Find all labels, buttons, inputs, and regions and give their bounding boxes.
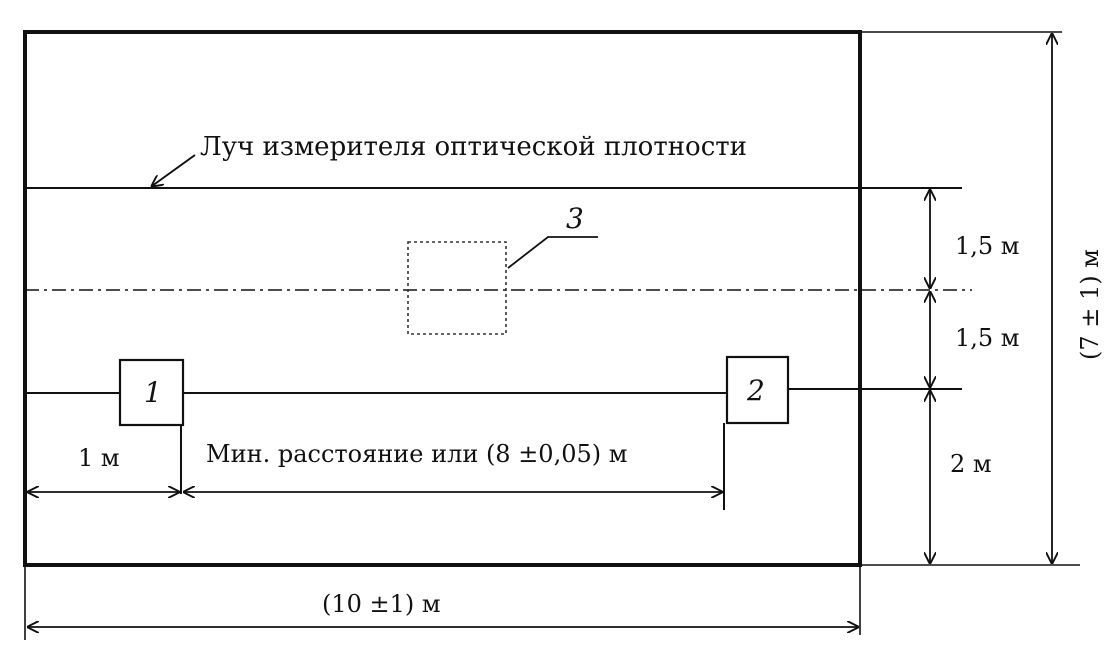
- dim-height-label: (7 ± 1) м: [1076, 249, 1104, 360]
- dim-width-label: (10 ±1) м: [322, 590, 441, 618]
- item-3-leader: [507, 236, 598, 269]
- item-1-box: [118, 358, 185, 427]
- beam-leader: [152, 154, 196, 186]
- dim-lower-1-5-label: 1,5 м: [955, 324, 1019, 352]
- dim-2m-label: 2 м: [950, 450, 992, 478]
- room-outline: [23, 30, 862, 567]
- dim-1m-label: 1 м: [78, 444, 120, 472]
- item-2-box: [725, 355, 790, 425]
- item-2-label: 2: [746, 374, 765, 407]
- item-3-label: 3: [566, 202, 584, 235]
- beam-label: Луч измерителя оптической плотности: [200, 132, 747, 162]
- dim-distance-label: Мин. расстояние или (8 ±0,05) м: [206, 440, 627, 468]
- dim-upper-1-5-label: 1,5 м: [955, 232, 1019, 260]
- item-1-label: 1: [144, 376, 162, 409]
- item-3-box: [407, 241, 507, 335]
